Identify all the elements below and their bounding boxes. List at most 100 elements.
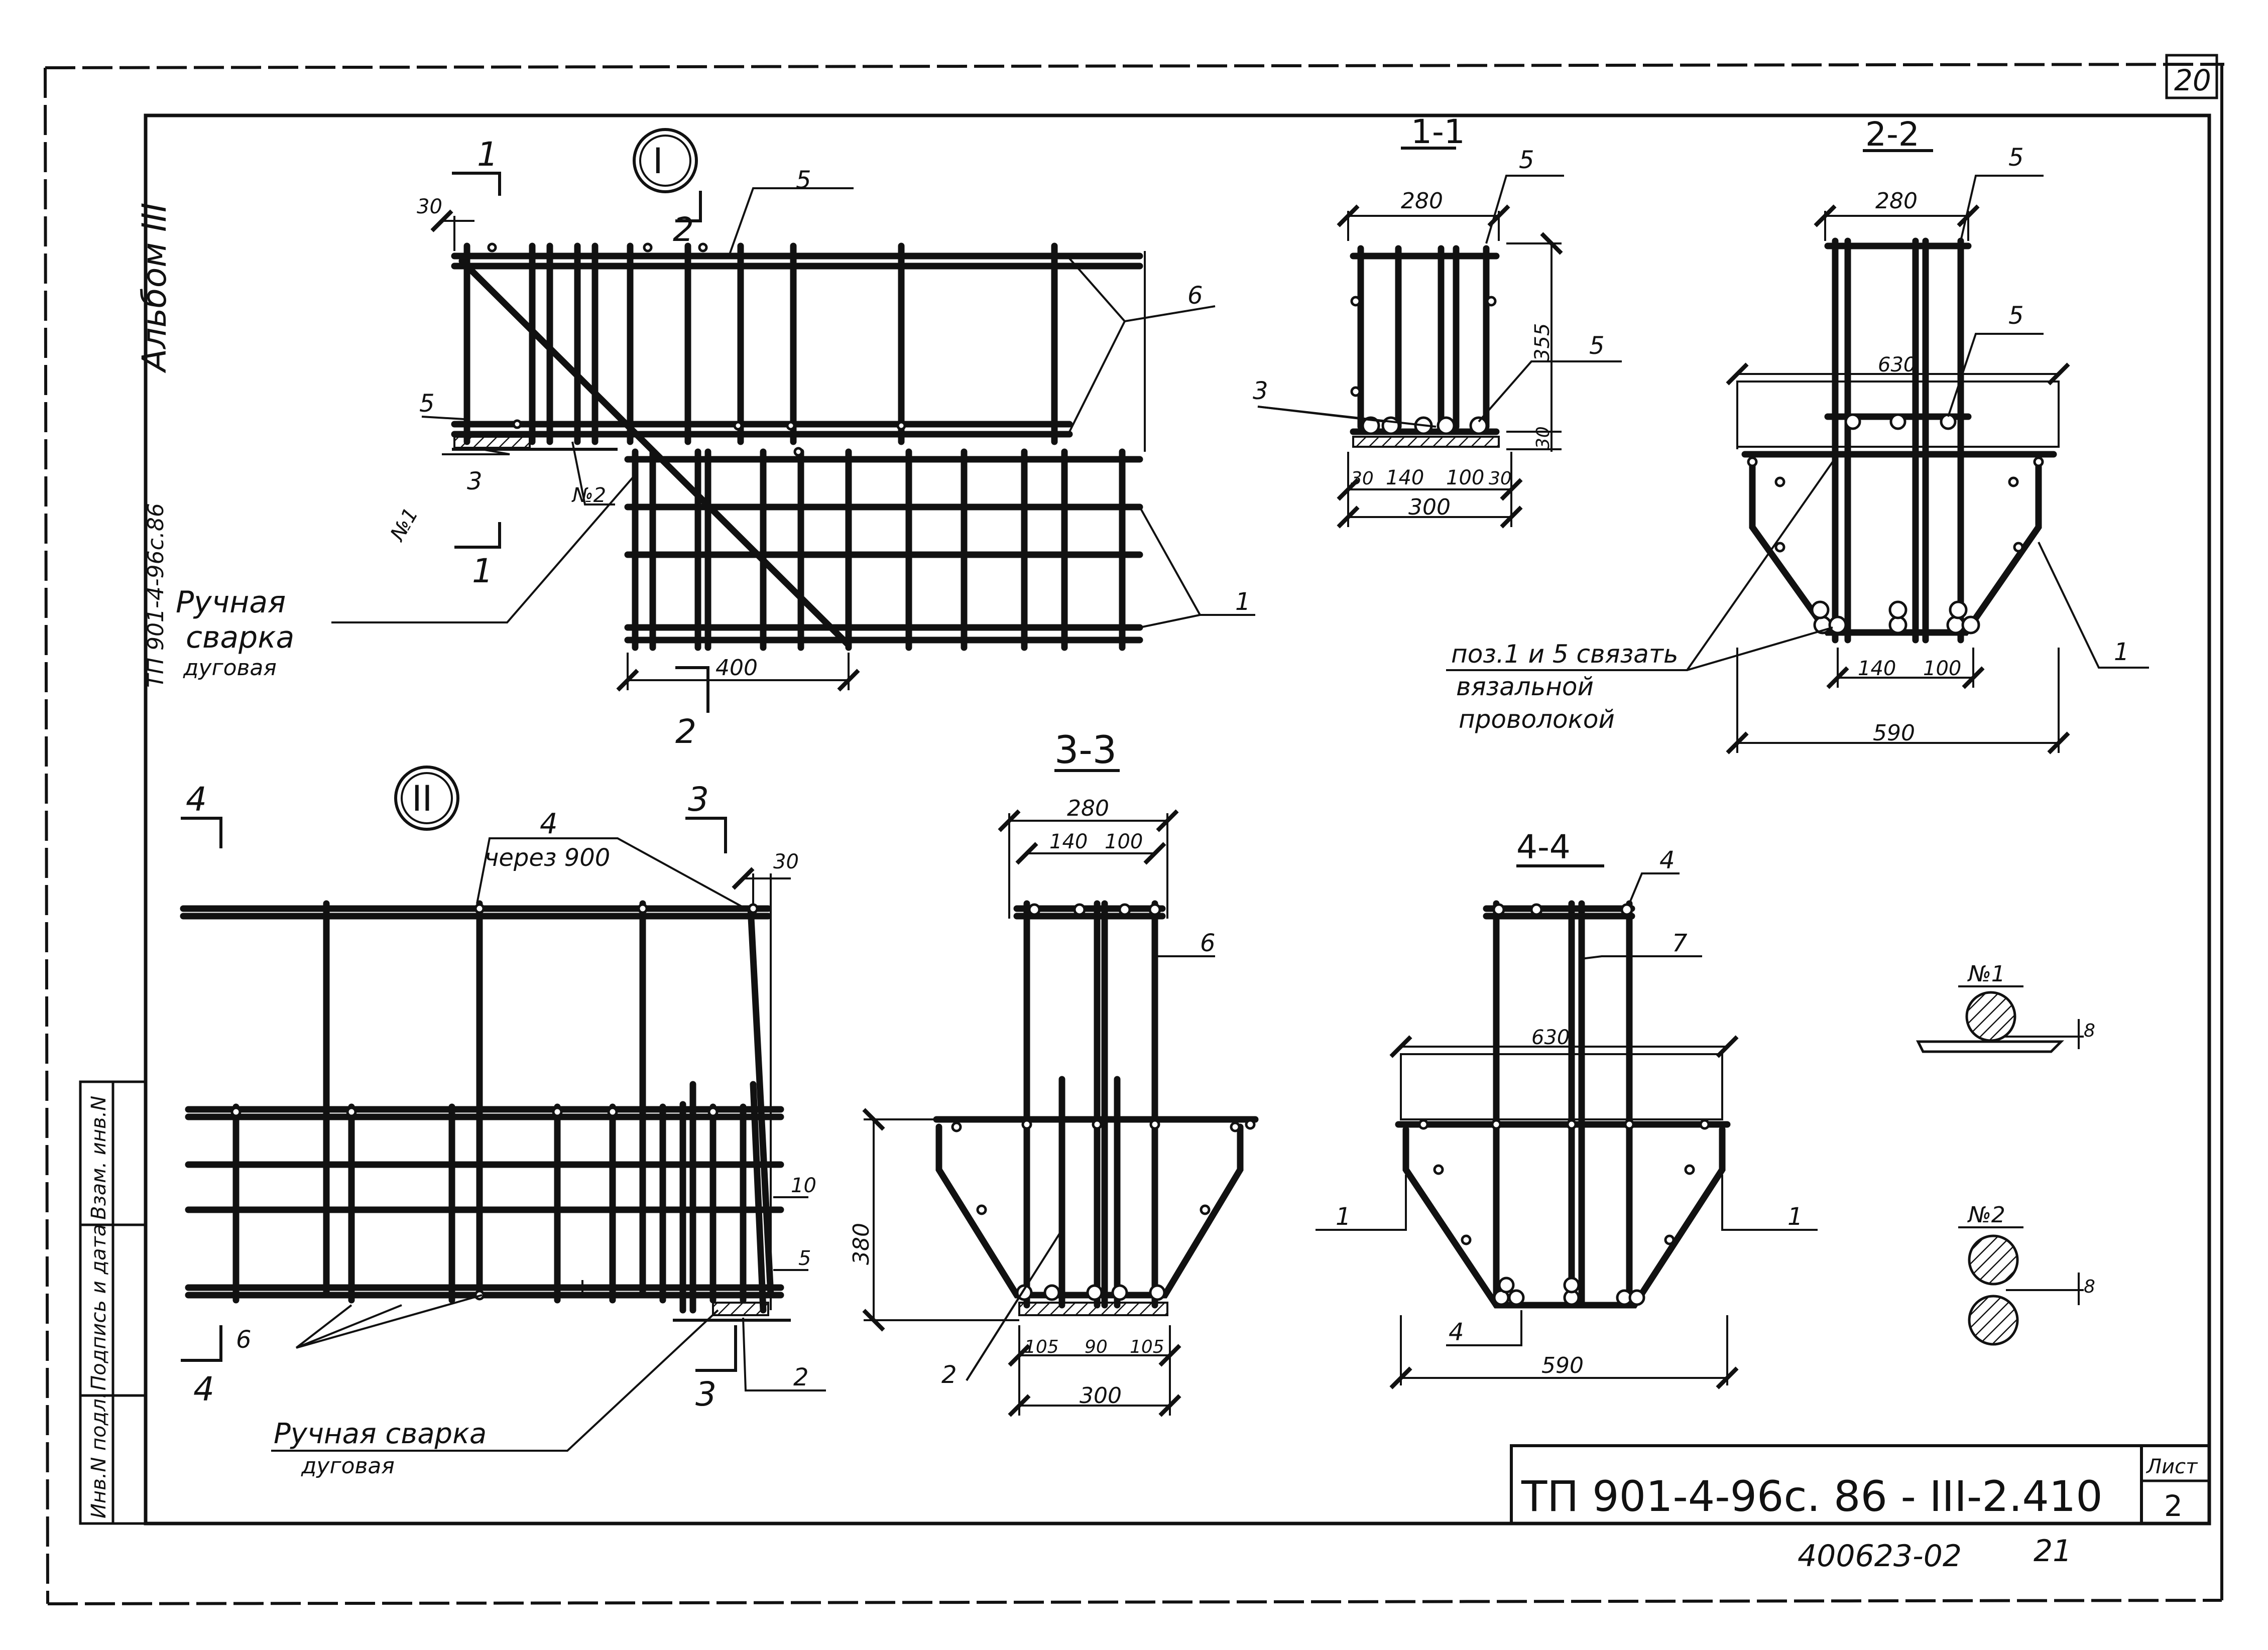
weld-detail-1 (1916, 985, 2084, 1053)
sheet-frame (44, 54, 2225, 1605)
section-2-2-tie-note-3: проволокой (1459, 705, 1615, 734)
view-1-section-2-top: 2 (673, 210, 694, 249)
section-3-3-dim-300: 300 (1080, 1383, 1122, 1409)
section-1-1-title: 1-1 (1411, 112, 1465, 151)
view-1-section-2-bottom: 2 (675, 712, 696, 751)
vertical-doc-code: ТП 901-4-96с.86 (143, 503, 169, 688)
section-1-1-dim-30b: 30 (1489, 468, 1512, 489)
section-2-2-dim-140: 140 (1858, 657, 1896, 680)
view-1-pos-1: 1 (1235, 588, 1251, 616)
section-2-2-dim-100: 100 (1923, 657, 1961, 680)
view-2-pos-4-step: через 900 (485, 844, 610, 872)
section-4-4-pos-7: 7 (1672, 929, 1688, 957)
section-4-4-title: 4-4 (1516, 828, 1571, 866)
section-4-4-pos-1-left: 1 (1336, 1203, 1351, 1231)
section-3-3-dim-280: 280 (1067, 796, 1109, 821)
section-1-1-dim-140: 140 (1386, 466, 1424, 489)
view-1-pos-6: 6 (1187, 282, 1203, 310)
section-1-1-dim-30r: 30 (1533, 426, 1554, 449)
view-2-dim-10: 10 (791, 1174, 816, 1197)
section-3-3-dim-140: 140 (1049, 830, 1088, 853)
view-1-note-line2: сварка (186, 620, 294, 655)
archive-page: 21 (2034, 1534, 2072, 1569)
section-2-2-pos-5-top: 5 (2008, 144, 2024, 172)
section-2-2-pos-5-mid: 5 (2008, 302, 2024, 330)
view-2-section-3-top: 3 (688, 780, 709, 819)
view-1-weld-1: №1 (386, 504, 423, 546)
section-2-2-dim-590: 590 (1873, 720, 1915, 746)
section-4-4-pos-1-right: 1 (1787, 1203, 1803, 1231)
view-2-note-line2: дуговая (301, 1453, 395, 1479)
section-2-2-tie-note-1: поз.1 и 5 связать (1451, 640, 1678, 669)
weld-detail-1-title: №1 (1967, 961, 2005, 987)
weld-detail-2 (1958, 1226, 2084, 1346)
view-2-cage (180, 766, 826, 1452)
view-2-pos-6: 6 (236, 1326, 252, 1354)
section-2-2-title: 2-2 (1865, 115, 1920, 154)
section-1-1-dim-355: 355 (1531, 323, 1554, 361)
view-2-roman: II (412, 778, 432, 819)
weld-detail-1-size: 8 (2084, 1021, 2095, 1041)
section-3-3-dim-100: 100 (1105, 830, 1143, 853)
section-1-1-dim-100: 100 (1446, 466, 1484, 489)
view-1-note-line3: дуговая (183, 655, 277, 681)
view-1-section-1-bottom: 1 (472, 552, 493, 590)
section-3-3-dim-380: 380 (849, 1223, 874, 1265)
stamp-signature: Подпись и дата (87, 1224, 110, 1390)
section-2-2 (1446, 149, 2149, 754)
view-1-pos-5-left: 5 (419, 390, 435, 418)
section-1-1-pos-5-top: 5 (1519, 146, 1534, 174)
stamp-inventory: Инв.N подл. (87, 1392, 110, 1518)
section-4-4-pos-4-bottom: 4 (1449, 1318, 1464, 1346)
section-3-3-pos-6: 6 (1200, 929, 1216, 957)
view-2-note-line1: Ручная сварка (274, 1418, 487, 1450)
sheet-label: Лист (2145, 1455, 2198, 1478)
section-1-1-pos-3: 3 (1253, 377, 1268, 405)
view-2-section-3-bottom: 3 (695, 1375, 717, 1414)
section-1-1-dim-30a: 30 (1351, 468, 1374, 489)
sheet-number: 2 (2164, 1489, 2183, 1523)
weld-detail-2-size: 8 (2084, 1277, 2095, 1297)
section-2-2-dim-630: 630 (1878, 353, 1916, 376)
section-2-2-pos-1: 1 (2114, 638, 2129, 666)
section-1-1 (1257, 147, 1622, 529)
view-1-pos-3: 3 (467, 467, 483, 495)
view-1-pos-5-top: 5 (796, 166, 811, 194)
view-2-pos-2: 2 (793, 1363, 809, 1391)
view-2-dim-30: 30 (773, 850, 799, 873)
view-1-cage (331, 128, 1255, 713)
section-3-3-pos-2: 2 (941, 1361, 957, 1389)
view-1-dim-30: 30 (417, 195, 442, 218)
stamp-replace: Взам. инв.N (87, 1096, 110, 1220)
section-4-4-dim-630: 630 (1531, 1026, 1570, 1049)
view-1-weld-2: №2 (571, 484, 606, 507)
section-3-3-dim-105b: 105 (1130, 1337, 1164, 1357)
document-code: ТП 901-4-96с. 86 - III-2.410 (1521, 1472, 2103, 1521)
section-1-1-pos-5-mid: 5 (1589, 332, 1605, 360)
view-1-note-line1: Ручная (176, 585, 286, 620)
view-1-section-1-top: 1 (477, 135, 498, 174)
section-4-4-pos-4-top: 4 (1659, 846, 1675, 874)
view-2-dim-5: 5 (798, 1247, 811, 1270)
view-2-pos-4: 4 (540, 808, 558, 840)
section-4-4 (1316, 864, 1818, 1389)
section-3-3-dim-105a: 105 (1024, 1337, 1059, 1357)
section-3-3-dim-90: 90 (1085, 1337, 1108, 1357)
section-2-2-dim-280: 280 (1875, 188, 1918, 214)
vertical-album: Альбом III (135, 203, 174, 373)
view-2-section-4-top: 4 (186, 780, 207, 819)
weld-detail-2-title: №2 (1967, 1202, 2005, 1228)
section-1-1-dim-280: 280 (1401, 188, 1443, 214)
section-3-3-title: 3-3 (1054, 727, 1117, 772)
sheet-corner-number: 20 (2174, 63, 2211, 97)
section-2-2-tie-note-2: вязальной (1456, 672, 1594, 701)
left-stamp-box (79, 1080, 147, 1525)
view-1-roman: I (653, 141, 663, 182)
section-3-3 (862, 769, 1259, 1417)
section-4-4-dim-590: 590 (1541, 1353, 1584, 1378)
view-1-dim-400: 400 (715, 655, 758, 681)
section-1-1-dim-300: 300 (1408, 494, 1451, 520)
title-block (1510, 1444, 2211, 1525)
view-2-section-4-bottom: 4 (193, 1370, 214, 1409)
